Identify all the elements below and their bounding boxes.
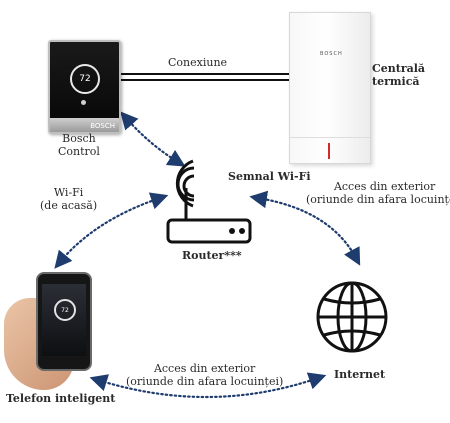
label-wifi-signal-text: Semnal Wi-Fi: [228, 170, 311, 183]
boiler-status-led: [328, 143, 330, 159]
label-remote-right-line1: Acces din exterior: [333, 180, 436, 193]
thermostat-device: 72 BOSCH: [48, 40, 121, 134]
boiler-panel-line: [290, 137, 370, 138]
label-boiler-line2: termică: [372, 75, 420, 88]
phone-screen: 72: [42, 284, 86, 356]
label-remote-access-right: Acces din exterior (oriunde din afara lo…: [306, 180, 450, 206]
thermostat-indicator-dot: [81, 100, 86, 105]
label-wifi-home-line1: Wi-Fi: [53, 186, 84, 199]
label-router: Router***: [182, 249, 242, 262]
label-connection: Conexiune: [168, 56, 227, 69]
link-internet-phone: [89, 372, 327, 399]
thermostat-brand-bar: [50, 118, 119, 132]
label-remote-access-bottom: Acces din exterior (oriunde din afara lo…: [126, 362, 283, 388]
connection-wire: [119, 73, 290, 81]
globe-icon: [316, 281, 388, 353]
label-internet: Internet: [334, 368, 385, 381]
label-wifi-home-line2: (de acasă): [40, 199, 98, 212]
label-remote-bottom-line1: Acces din exterior: [153, 362, 256, 375]
label-internet-text: Internet: [334, 368, 386, 381]
wifi-router-icon: [166, 159, 252, 244]
label-smartphone-text: Telefon inteligent: [6, 392, 116, 405]
label-smartphone: Telefon inteligent: [6, 392, 115, 405]
label-wifi-signal: Semnal Wi-Fi: [228, 170, 311, 183]
label-connection-text: Conexiune: [168, 56, 228, 69]
phone-temp-display: 72: [54, 299, 76, 321]
boiler-device: BOSCH: [289, 12, 371, 164]
link-thermostat-router: [120, 111, 186, 167]
link-router-phone: [54, 192, 169, 269]
label-wifi-home: Wi-Fi (de acasă): [40, 186, 97, 212]
label-router-text: Router***: [182, 249, 242, 262]
label-remote-bottom-line2: (oriunde din afara locuinței): [126, 375, 284, 388]
link-router-internet: [249, 190, 361, 266]
label-thermostat-line2: Control: [58, 145, 100, 158]
smartphone-device: 72: [36, 272, 92, 371]
boiler-logo: BOSCH: [320, 51, 343, 57]
label-thermostat-line1: Bosch: [62, 132, 96, 145]
label-thermostat: Bosch Control: [58, 132, 100, 158]
label-remote-right-line2: (oriunde din afara locuinței): [306, 193, 450, 206]
label-boiler-line1: Centrală: [372, 62, 426, 75]
thermostat-temp-display: 72: [70, 64, 100, 94]
thermostat-logo: BOSCH: [90, 122, 115, 130]
label-boiler: Centrală termică: [372, 62, 425, 88]
